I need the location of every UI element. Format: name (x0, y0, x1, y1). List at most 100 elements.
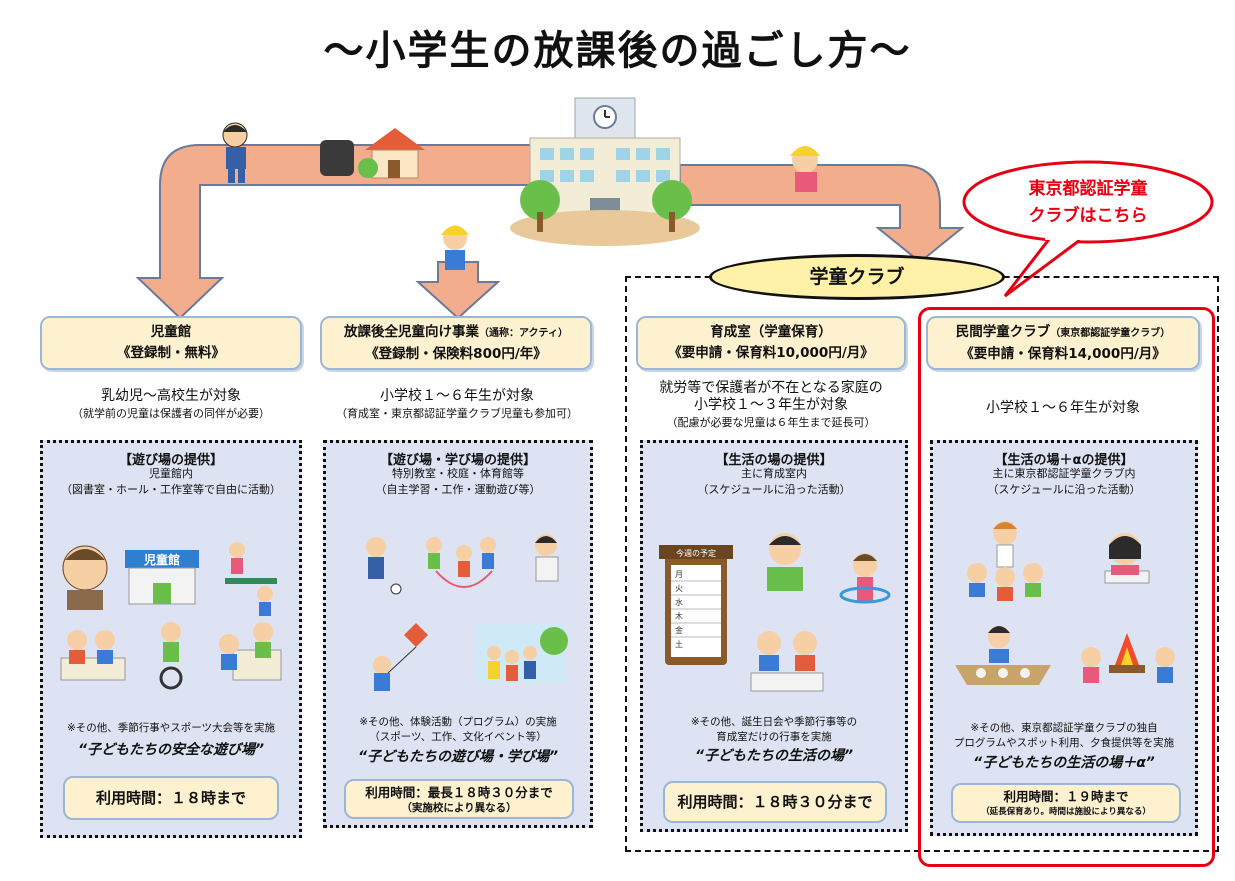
jidokan-header: 児童館 《登録制・無料》 (40, 316, 302, 370)
soccer-child-illustration (366, 537, 402, 595)
private-club-target: 小学校１～６年生が対象 (926, 400, 1200, 417)
ikuseishitsu-slogan: “子どもたちの生活の場” (694, 748, 854, 764)
calendar-day: 水 (675, 597, 683, 607)
calendar-day: 土 (675, 639, 683, 649)
private-club-note: ※その他、東京都認証学童クラブの独自 プログラムやスポット利用、夕食提供等を実施 (937, 721, 1191, 751)
girl-writing-illustration (1104, 533, 1150, 584)
private-club-illustrations (955, 521, 1175, 685)
calendar-title: 今週の予定 (676, 548, 716, 558)
calendar-day: 金 (675, 625, 683, 635)
acty-name: 放課後全児童向け事業 (344, 324, 480, 340)
acty-panel-desc: 特別教室・校庭・体育館等 （自主学習・工作・運動遊び等） (326, 466, 590, 498)
ikuseishitsu-panel-title: 【生活の場の提供】 (715, 453, 833, 468)
callout-bubble[interactable] (960, 160, 1230, 300)
private-club-name-note: （東京都認証学童クラブ） (1050, 328, 1171, 339)
jidokan-panel-desc: 児童館内 （図書室・ホール・工作室等で自由に活動） (43, 466, 299, 498)
children-playing-cards-illustration (60, 630, 126, 681)
jidokan-hours: 利用時間：１８時まで (63, 776, 279, 820)
hula-hoop-girl-illustration (839, 553, 891, 604)
calendar-day: 木 (675, 611, 683, 621)
acty-slogan: “子どもたちの遊び場・学び場” (357, 749, 559, 765)
board-game-illustration (219, 622, 282, 681)
acty-note: ※その他、体験活動（プログラム）の実施 （スポーツ、工作、文化イベント等） (330, 715, 586, 745)
play-performance-illustration (476, 623, 568, 683)
adult-man-illustration (62, 545, 108, 610)
kite-child-illustration (373, 623, 428, 691)
jump-rope-children-illustration (426, 537, 496, 588)
ikuseishitsu-note2: 育成室だけの行事を実施 (716, 731, 832, 743)
callout-line2: クラブはこちら (1028, 206, 1148, 226)
acty-target-text: 小学校１～６年生が対象 (380, 388, 534, 404)
arrow-to-jidokan (135, 144, 541, 320)
jidokan-name: 児童館 (150, 324, 192, 340)
acty-header: 放課後全児童向け事業（通称：アクティ） 《登録制・保険料800円/年》 (320, 316, 592, 370)
weekly-schedule-board-illustration: 今週の予定 月 火 水 木 金 土 (659, 545, 733, 665)
ikuseishitsu-target-note: （配慮が必要な児童は６年生まで延長可） (666, 416, 876, 429)
unicycle-child-illustration (159, 622, 183, 690)
arrow-to-acty (415, 261, 501, 320)
private-club-name: 民間学童クラブ (955, 324, 1051, 340)
calendar-day: 月 (675, 570, 683, 579)
jidokan-panel-desc2: （図書室・ホール・工作室等で自由に活動） (61, 483, 281, 496)
private-club-note1: ※その他、東京都認証学童クラブの独自 (970, 722, 1158, 734)
ikuseishitsu-hours: 利用時間：１８時３０分まで (663, 781, 887, 823)
girl-yellow-hat-illustration (790, 146, 820, 192)
teacher-with-children-illustration (967, 521, 1043, 601)
ikuseishitsu-target: 就労等で保護者が不在となる家庭の 小学校１～３年生が対象 （配慮が必要な児童は６… (630, 380, 912, 431)
running-boy-illustration (222, 122, 248, 183)
private-club-hours-note: （延長保育あり。時間は施設により異なる） (981, 807, 1151, 817)
jidokan-building-illustration: 児童館 (125, 550, 199, 605)
arrow-to-gakudo (679, 164, 965, 264)
ikuseishitsu-subtitle: 《要申請・保育料10,000円/月》 (668, 345, 874, 361)
ikuseishitsu-target-text2: 小学校１～３年生が対象 (694, 397, 848, 413)
private-club-hours: 利用時間：１９時まで (1003, 789, 1129, 804)
ikuseishitsu-panel-desc: 主に育成室内 （スケジュールに沿った活動） (643, 466, 905, 498)
private-club-note2: プログラムやスポット利用、夕食提供等を実施 (953, 737, 1175, 749)
private-club-panel-title: 【生活の場＋αの提供】 (994, 453, 1134, 468)
acty-panel-desc1: 特別教室・校庭・体育館等 (392, 467, 524, 480)
acty-target-note: （育成室・東京都認証学童クラブ児童も参加可） (336, 407, 578, 420)
certified-club-highlight[interactable] (918, 307, 1215, 867)
ikuseishitsu-note: ※その他、誕生日会や季節行事等の 育成室だけの行事を実施 (647, 715, 901, 745)
acty-hours: 利用時間：最長１８時３０分まで (365, 785, 553, 800)
callout-text: 東京都認証学童 クラブはこちら (960, 176, 1216, 230)
private-club-panel-desc2: （スケジュールに沿った活動） (987, 483, 1141, 496)
acty-panel: 【遊び場・学び場の提供】 特別教室・校庭・体育館等 （自主学習・工作・運動遊び等… (323, 440, 593, 828)
calendar-day: 火 (675, 584, 683, 593)
private-club-slogan: “子どもたちの生活の場＋α” (973, 755, 1155, 771)
children-eating-illustration (750, 631, 824, 692)
private-club-subtitle: 《要申請・保育料14,000円/月》 (960, 346, 1166, 362)
jidokan-target-text: 乳幼児～高校生が対象 (101, 388, 241, 404)
ikuseishitsu-header: 育成室（学童保育） 《要申請・保育料10,000円/月》 (636, 316, 906, 370)
jidokan-slogan: “子どもたちの安全な遊び場” (77, 742, 265, 758)
dinner-table-illustration (955, 626, 1051, 685)
acty-note2: （スポーツ、工作、文化イベント等） (369, 731, 547, 743)
table-tennis-illustration (225, 542, 277, 616)
jidokan-panel-title: 【遊び場の提供】 (118, 453, 223, 468)
reading-boy-illustration (767, 533, 803, 591)
callout-line1: 東京都認証学童 (1028, 179, 1148, 199)
ikuseishitsu-name: 育成室（学童保育） (710, 324, 832, 340)
house-illustration (320, 128, 425, 179)
jidokan-target-note: （就学前の児童は保護者の同伴が必要） (72, 407, 270, 420)
acty-note1: ※その他、体験活動（プログラム）の実施 (359, 716, 557, 728)
ikuseishitsu-target-text: 就労等で保護者が不在となる家庭の (659, 380, 883, 396)
private-club-panel-desc: 主に東京都認証学童クラブ内 （スケジュールに沿った活動） (933, 466, 1195, 498)
acty-hours-box: 利用時間：最長１８時３０分まで （実施校により異なる） (344, 779, 574, 819)
building-sign-text: 児童館 (143, 552, 180, 567)
private-club-hours-box: 利用時間：１９時まで （延長保育あり。時間は施設により異なる） (951, 783, 1181, 823)
gakudo-club-label: 学童クラブ (709, 254, 1005, 300)
private-club-panel: 【生活の場＋αの提供】 主に東京都認証学童クラブ内 （スケジュールに沿った活動） (930, 440, 1198, 836)
ikuseishitsu-panel-desc1: 主に育成室内 (741, 467, 807, 480)
jidokan-target: 乳幼児～高校生が対象 （就学前の児童は保護者の同伴が必要） (30, 388, 312, 422)
acty-hours-note: （実施校により異なる） (401, 802, 517, 814)
acty-panel-desc2: （自主学習・工作・運動遊び等） (375, 483, 541, 496)
child-walking-illustration (441, 225, 469, 270)
jidokan-subtitle: 《登録制・無料》 (117, 345, 225, 361)
ikuseishitsu-note1: ※その他、誕生日会や季節行事等の (690, 716, 858, 728)
campfire-children-illustration (1081, 633, 1175, 683)
acty-target: 小学校１～６年生が対象 （育成室・東京都認証学童クラブ児童も参加可） (312, 388, 602, 422)
private-club-target-text: 小学校１～６年生が対象 (986, 400, 1140, 416)
ikuseishitsu-panel: 【生活の場の提供】 主に育成室内 （スケジュールに沿った活動） 今週の予定 月 … (640, 440, 908, 832)
ikuseishitsu-illustrations: 今週の予定 月 火 水 木 金 土 (659, 533, 891, 692)
